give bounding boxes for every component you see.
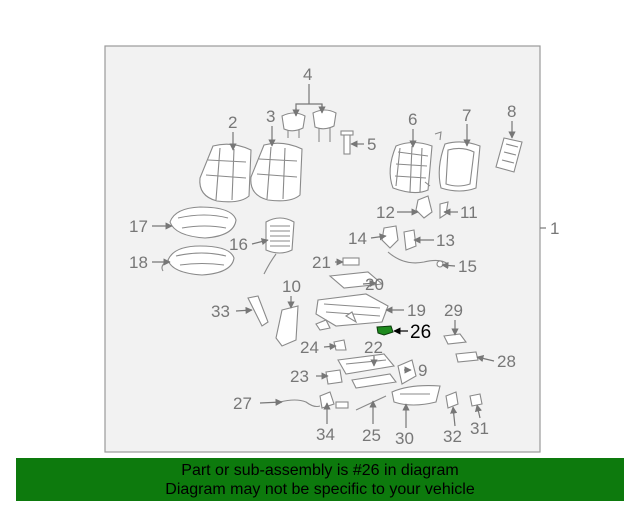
clip-detail — [424, 131, 442, 187]
label-1: 1 — [550, 219, 559, 238]
label-5: 5 — [367, 135, 376, 154]
label-23: 23 — [290, 367, 309, 386]
part-12-bracket[interactable] — [415, 195, 433, 219]
part-22-adjuster[interactable] — [337, 353, 396, 375]
label-11: 11 — [460, 203, 478, 222]
label-24: 24 — [300, 338, 319, 357]
part-7-back-panel[interactable] — [438, 141, 481, 192]
part-19-clip — [315, 319, 331, 331]
part-4-headrests[interactable] — [281, 109, 337, 142]
label-25: 25 — [362, 426, 381, 445]
part-26-highlighted-part[interactable] — [376, 325, 394, 336]
label-28: 28 — [497, 352, 516, 371]
label-13: 13 — [436, 231, 455, 250]
part-34-clip — [335, 401, 349, 409]
label-22: 22 — [364, 338, 383, 357]
part-6-seat-back-frame[interactable] — [389, 141, 433, 194]
part-19-cushion-frame[interactable] — [315, 293, 389, 327]
label-31: 31 — [470, 419, 489, 438]
part-31-cap[interactable] — [469, 393, 483, 407]
label-9: 9 — [418, 361, 427, 380]
label-29: 29 — [444, 301, 463, 320]
label-19: 19 — [407, 301, 426, 320]
label-15: 15 — [458, 257, 477, 276]
part-13-bracket[interactable] — [403, 229, 417, 251]
part-16-seat-heater[interactable] — [263, 217, 295, 275]
leader-lines — [152, 84, 516, 428]
part-labels: 1 2 3 4 5 6 7 8 9 10 11 12 13 14 15 16 1… — [129, 65, 559, 448]
part-17-seat-cushion-cover[interactable] — [169, 206, 237, 239]
banner-line-part: Part or sub-assembly is #26 in diagram — [181, 462, 459, 479]
part-3-seat-back-pad[interactable] — [250, 142, 303, 202]
part-15-connector[interactable] — [436, 260, 444, 268]
part-18-seat-cushion-pad[interactable] — [161, 245, 235, 276]
label-27: 27 — [233, 394, 252, 413]
label-32: 32 — [443, 427, 462, 446]
label-33: 33 — [211, 302, 230, 321]
label-34: 34 — [316, 425, 335, 444]
label-6: 6 — [408, 110, 417, 129]
label-16: 16 — [229, 235, 248, 254]
part-30-side-shield[interactable] — [391, 385, 441, 406]
part-2-seat-back-cover[interactable] — [199, 143, 252, 203]
label-7: 7 — [462, 106, 471, 125]
banner-line-disclaimer: Diagram may not be specific to your vehi… — [165, 481, 475, 498]
label-18: 18 — [129, 253, 148, 272]
label-4: 4 — [303, 65, 312, 84]
label-12: 12 — [376, 203, 395, 222]
part-27-rod[interactable] — [279, 399, 321, 408]
label-30: 30 — [395, 429, 414, 448]
label-14: 14 — [348, 229, 367, 248]
label-2: 2 — [228, 113, 237, 132]
label-26: 26 — [410, 322, 431, 343]
label-10: 10 — [282, 277, 301, 296]
part-15-cable[interactable] — [387, 251, 449, 265]
label-8: 8 — [507, 102, 516, 121]
label-21: 21 — [312, 253, 331, 272]
part-8-map-pocket[interactable] — [495, 137, 523, 173]
label-17: 17 — [129, 217, 148, 236]
part-19-tab — [344, 311, 358, 324]
part-32-bolt[interactable] — [445, 391, 459, 409]
info-banner: Part or sub-assembly is #26 in diagram D… — [16, 458, 624, 501]
part-23-track[interactable] — [325, 369, 397, 389]
label-20: 20 — [365, 275, 384, 294]
label-3: 3 — [266, 107, 275, 126]
part-33-trim[interactable] — [247, 295, 269, 327]
part-5-headrest-guide[interactable] — [340, 130, 354, 155]
part-24-clip[interactable] — [333, 339, 347, 351]
part-21-clip[interactable] — [342, 257, 360, 266]
part-28-cover[interactable] — [455, 351, 479, 363]
part-10-shield[interactable] — [275, 305, 299, 347]
